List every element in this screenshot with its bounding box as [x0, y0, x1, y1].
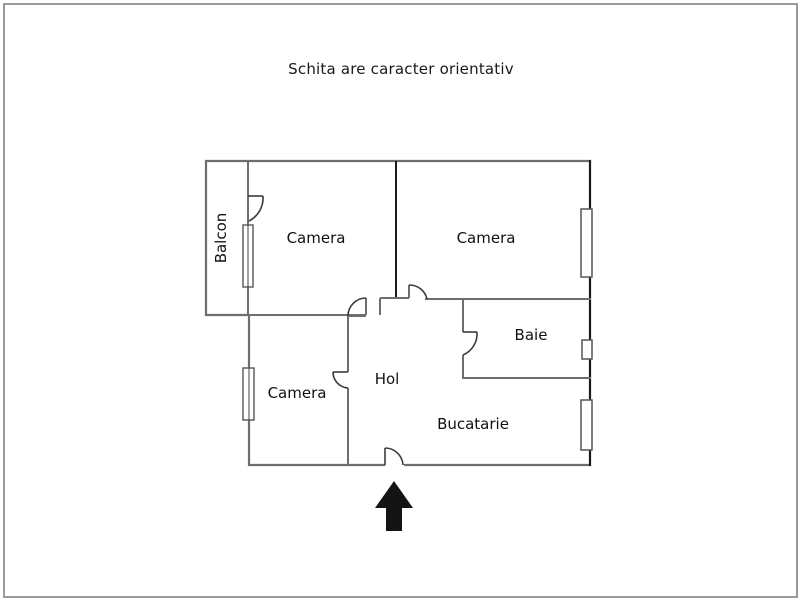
room-label-camera-3: Camera	[268, 384, 327, 402]
entrance-arrow	[375, 481, 413, 531]
room-label-baie: Baie	[515, 326, 548, 344]
entrance-arrow-icon	[375, 481, 413, 531]
room-label-camera-2: Camera	[457, 229, 516, 247]
window-baie-icon	[581, 339, 593, 360]
page-title: Schita are caracter orientativ	[288, 60, 514, 78]
door-camera2-hol-arc	[408, 284, 428, 300]
door-camera1-hol-arc	[347, 297, 367, 317]
door-baie-arc	[462, 331, 478, 356]
walls-group	[204, 159, 592, 467]
room-labels-group: Balcon Camera Camera Baie Camera Hol Buc…	[212, 213, 547, 433]
room-label-hol: Hol	[375, 370, 400, 388]
door-camera3-arc	[332, 371, 349, 389]
doors-group	[248, 195, 478, 466]
window-camera2-icon	[580, 208, 593, 278]
room-label-balcon: Balcon	[212, 213, 230, 264]
door-balcon-arc	[248, 195, 264, 222]
room-label-bucatarie: Bucatarie	[437, 415, 509, 433]
windows-group	[242, 208, 593, 451]
room-label-camera-1: Camera	[287, 229, 346, 247]
door-entrance-arc	[384, 447, 404, 466]
window-bucatarie-icon	[580, 399, 593, 451]
